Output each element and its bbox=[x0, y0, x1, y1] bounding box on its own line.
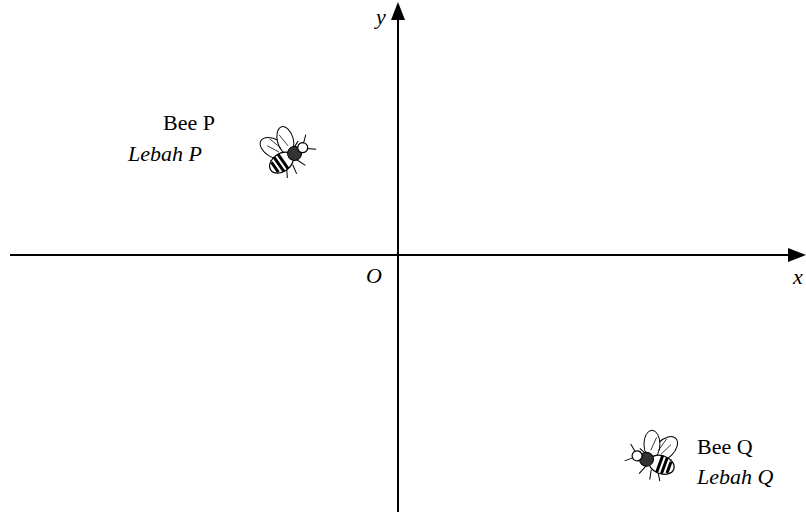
bee-q bbox=[622, 421, 686, 486]
axis-label: x bbox=[793, 266, 803, 288]
bee-label: Bee P bbox=[163, 112, 215, 134]
origin-label: O bbox=[366, 265, 382, 287]
bee-label: Bee Q bbox=[697, 436, 753, 458]
bee-p bbox=[252, 115, 322, 185]
bee-label: Lebah P bbox=[128, 143, 202, 165]
axis-label: y bbox=[376, 6, 386, 28]
bee-label: Lebah Q bbox=[697, 466, 773, 488]
